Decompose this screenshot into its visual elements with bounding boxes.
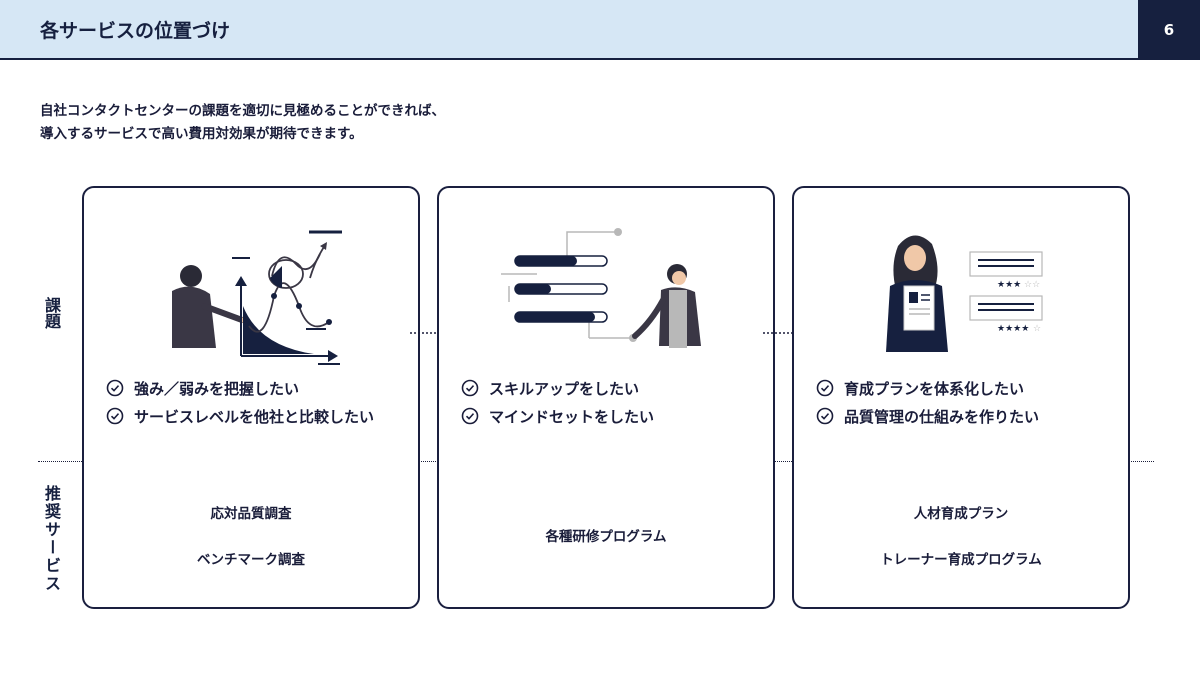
issue-text: 強み／弱みを把握したい [134, 379, 300, 398]
service-item: 人材育成プラン [913, 506, 1009, 522]
progress-bars-person-illustration-icon [501, 228, 701, 348]
issue-item: 強み／弱みを把握したい [106, 374, 374, 402]
issue-item: サービスレベルを他社と比較したい [106, 402, 374, 430]
issue-item: スキルアップをしたい [461, 374, 654, 402]
check-circle-icon [816, 379, 834, 397]
issue-list: スキルアップをしたい マインドセットをしたい [461, 374, 654, 430]
card-development: ★★★ ☆☆ ★★★★ ☆ 育成プランを体系化したい 品質管理の仕組みを作りたい… [792, 186, 1130, 609]
presenter-chart-illustration-icon [172, 230, 342, 365]
issue-text: サービスレベルを他社と比較したい [134, 407, 375, 426]
intro-line-1: 自社コンタクトセンターの課題を適切に見極めることができれば、 [40, 103, 445, 119]
issues-side-label: 課題 [40, 297, 62, 334]
page-title: 各サービスの位置づけ [40, 20, 231, 42]
intro-text: 自社コンタクトセンターの課題を適切に見極めることができれば、 導入するサービスで… [40, 100, 445, 146]
issue-text: 品質管理の仕組みを作りたい [844, 407, 1040, 426]
card-training: スキルアップをしたい マインドセットをしたい 各種研修プログラム [437, 186, 775, 609]
service-item: ベンチマーク調査 [197, 552, 305, 568]
issue-text: 育成プランを体系化したい [844, 379, 1025, 398]
issue-list: 強み／弱みを把握したい サービスレベルを他社と比較したい [106, 374, 374, 430]
svg-text:☆: ☆ [1033, 324, 1041, 334]
recommended-label-text: 推奨サービス [42, 485, 61, 593]
issue-item: 育成プランを体系化したい [816, 374, 1039, 402]
check-circle-icon [816, 407, 834, 425]
check-circle-icon [461, 407, 479, 425]
check-circle-icon [461, 379, 479, 397]
service-item: 応対品質調査 [210, 506, 292, 522]
card-assessment: 強み／弱みを把握したい サービスレベルを他社と比較したい 応対品質調査 ベンチマ… [82, 186, 420, 609]
recommended-side-label: 推奨サービス [40, 485, 62, 598]
intro-line-2: 導入するサービスで高い費用対効果が期待できます。 [40, 126, 363, 142]
service-item: 各種研修プログラム [545, 529, 667, 545]
check-circle-icon [106, 407, 124, 425]
check-circle-icon [106, 379, 124, 397]
issue-list: 育成プランを体系化したい 品質管理の仕組みを作りたい [816, 374, 1039, 430]
woman-reviews-illustration-icon: ★★★ ☆☆ ★★★★ ☆ [886, 235, 1043, 352]
service-list: 人材育成プラン トレーナー育成プログラム [794, 463, 1128, 607]
svg-text:★★★★: ★★★★ [997, 324, 1029, 334]
issue-text: マインドセットをしたい [489, 407, 655, 426]
issues-label-text: 課題 [42, 297, 61, 329]
page-number: 6 [1138, 0, 1200, 60]
service-list: 応対品質調査 ベンチマーク調査 [84, 463, 418, 607]
svg-text:☆☆: ☆☆ [1024, 280, 1040, 290]
svg-text:★★★: ★★★ [997, 280, 1021, 290]
service-list: 各種研修プログラム [439, 463, 773, 607]
service-item: トレーナー育成プログラム [880, 552, 1042, 568]
issue-item: マインドセットをしたい [461, 402, 654, 430]
issue-text: スキルアップをしたい [489, 379, 640, 398]
issue-item: 品質管理の仕組みを作りたい [816, 402, 1039, 430]
slide-header: 各サービスの位置づけ 6 [0, 0, 1200, 60]
